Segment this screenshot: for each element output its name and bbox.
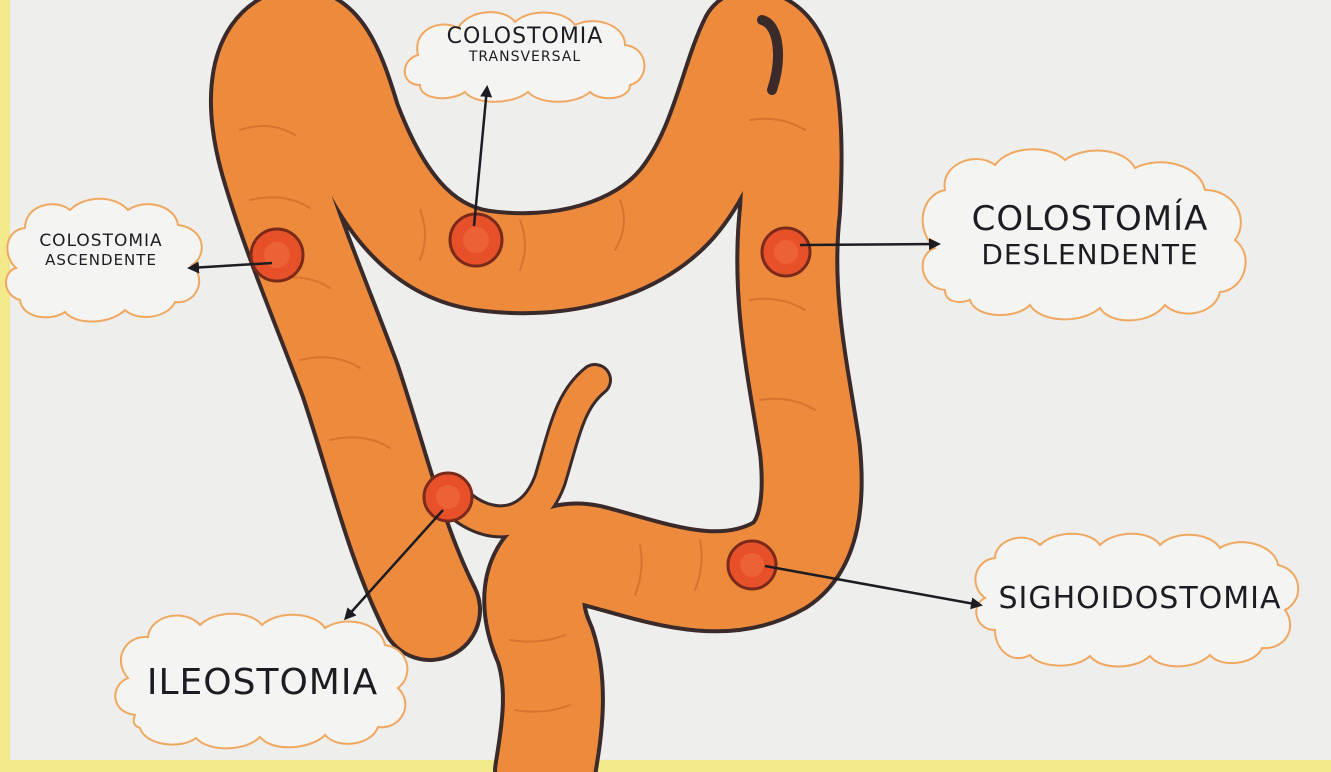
label-descendente-line1: Colostomía <box>945 200 1235 239</box>
arrow-descending <box>800 244 938 245</box>
arrow-transverse <box>474 88 487 226</box>
label-colostomia-descendente: Colostomía Deslendente <box>945 200 1235 271</box>
label-ileostomia: Ileostomia <box>130 662 395 703</box>
paper-bottom-edge <box>0 760 1331 772</box>
label-descendente-line2: Deslendente <box>945 239 1235 271</box>
label-ascendente-line1: Colostomia <box>10 232 192 252</box>
label-colostomia-transversal: Colostomia Transversal <box>430 24 620 65</box>
label-ileum-line1: Ileostomia <box>130 662 395 703</box>
label-clouds <box>6 12 1298 748</box>
label-sighoidostomia: Sighoidostomia <box>990 582 1290 617</box>
label-transversal-line1: Colostomia <box>430 24 620 49</box>
label-ascendente-line2: Ascendente <box>10 252 192 269</box>
label-colostomia-ascendente: Colostomia Ascendente <box>10 232 192 269</box>
paper-left-edge <box>0 0 10 772</box>
label-sigmoid-line1: Sighoidostomia <box>990 582 1290 617</box>
label-transversal-line2: Transversal <box>430 49 620 65</box>
